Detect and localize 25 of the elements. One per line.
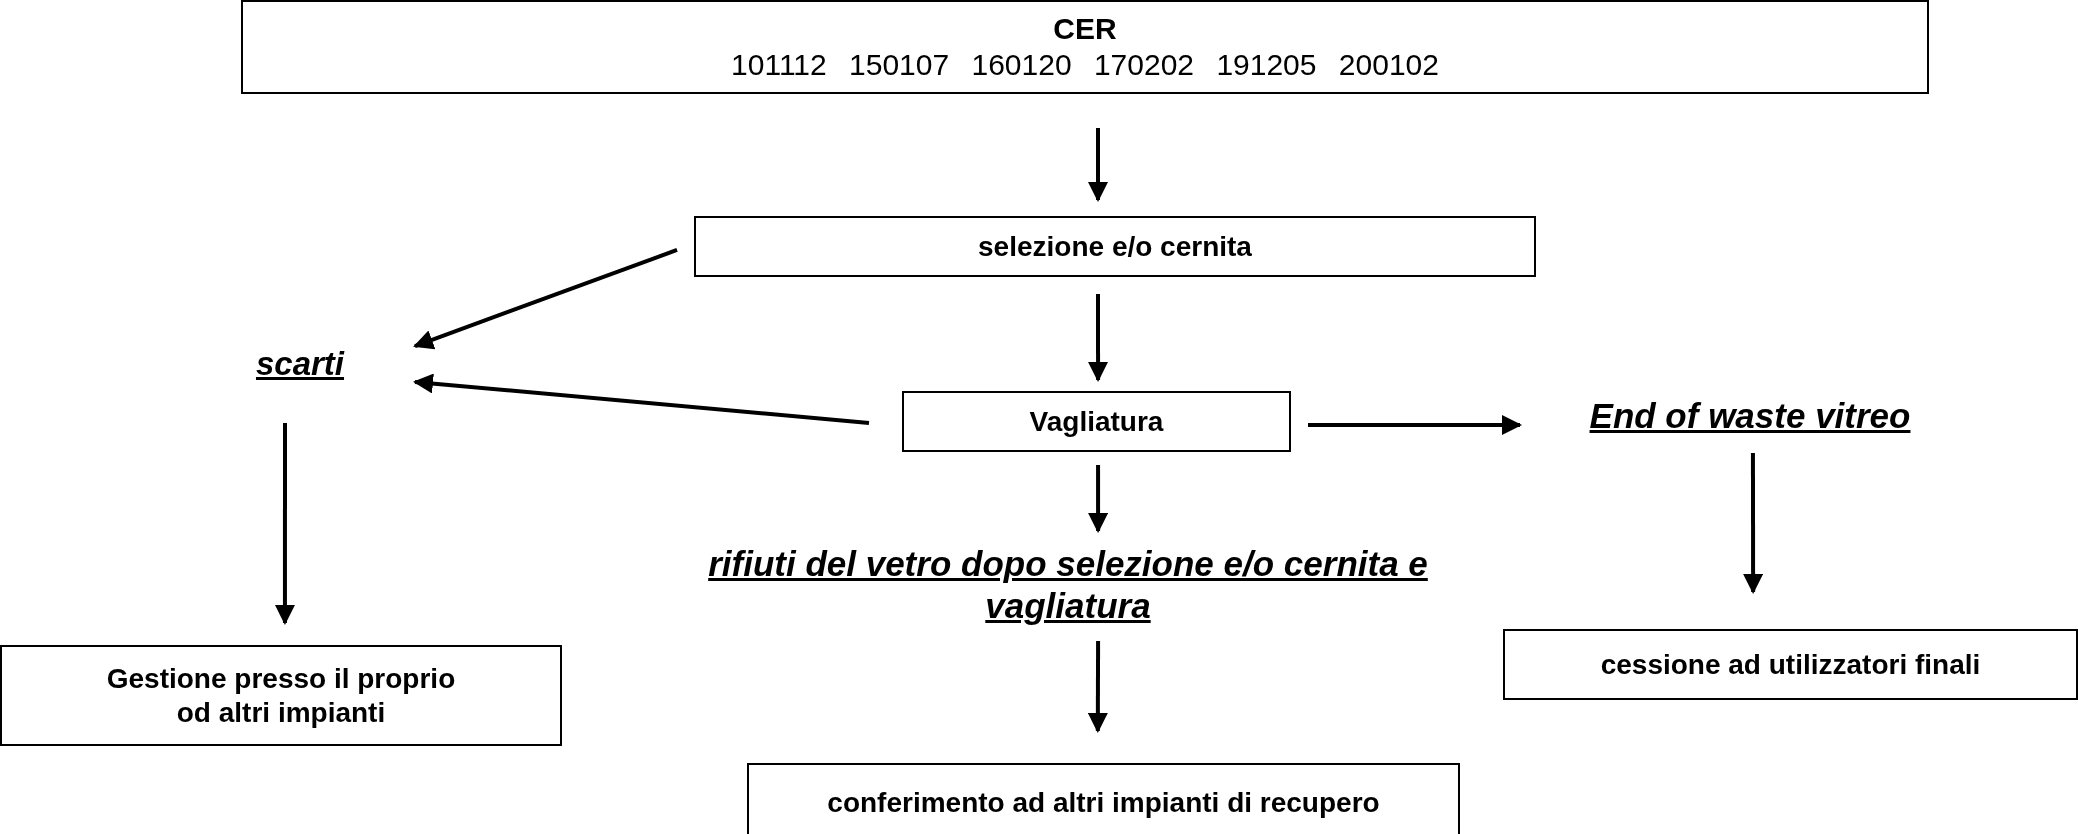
arrow: [413, 373, 870, 426]
box-label: selezione e/o cernita: [978, 229, 1252, 264]
arrow: [1088, 128, 1108, 202]
process-box: [902, 391, 1291, 452]
box-label: Gestione presso il proprio od altri impianti: [105, 661, 457, 730]
box-heading: CER: [1053, 11, 1117, 47]
process-box: [694, 216, 1536, 277]
arrow: [1088, 294, 1109, 382]
box-label: conferimento ad altri impianti di recupero: [827, 786, 1380, 820]
box-label: 101112 150107 160120 170202 191205 200102: [731, 47, 1439, 83]
arrow: [1088, 465, 1109, 533]
arrow: [1087, 641, 1108, 733]
process-box: [1503, 629, 2078, 700]
flow-label: End of waste vitreo: [1589, 395, 1911, 437]
arrow: [1743, 453, 1764, 594]
arrow: [274, 423, 295, 625]
process-box: [241, 0, 1929, 94]
process-box: [0, 645, 562, 746]
arrow: [413, 248, 678, 350]
flow-label: scarti: [255, 344, 345, 384]
flow-label: rifiuti del vetro dopo selezione e/o cernita e vagliatura: [707, 543, 1429, 627]
box-label: cessione ad utilizzatori finali: [1600, 647, 1981, 682]
process-box: [747, 763, 1460, 834]
box-label: Vagliatura: [1029, 404, 1164, 439]
arrow: [1308, 415, 1522, 435]
